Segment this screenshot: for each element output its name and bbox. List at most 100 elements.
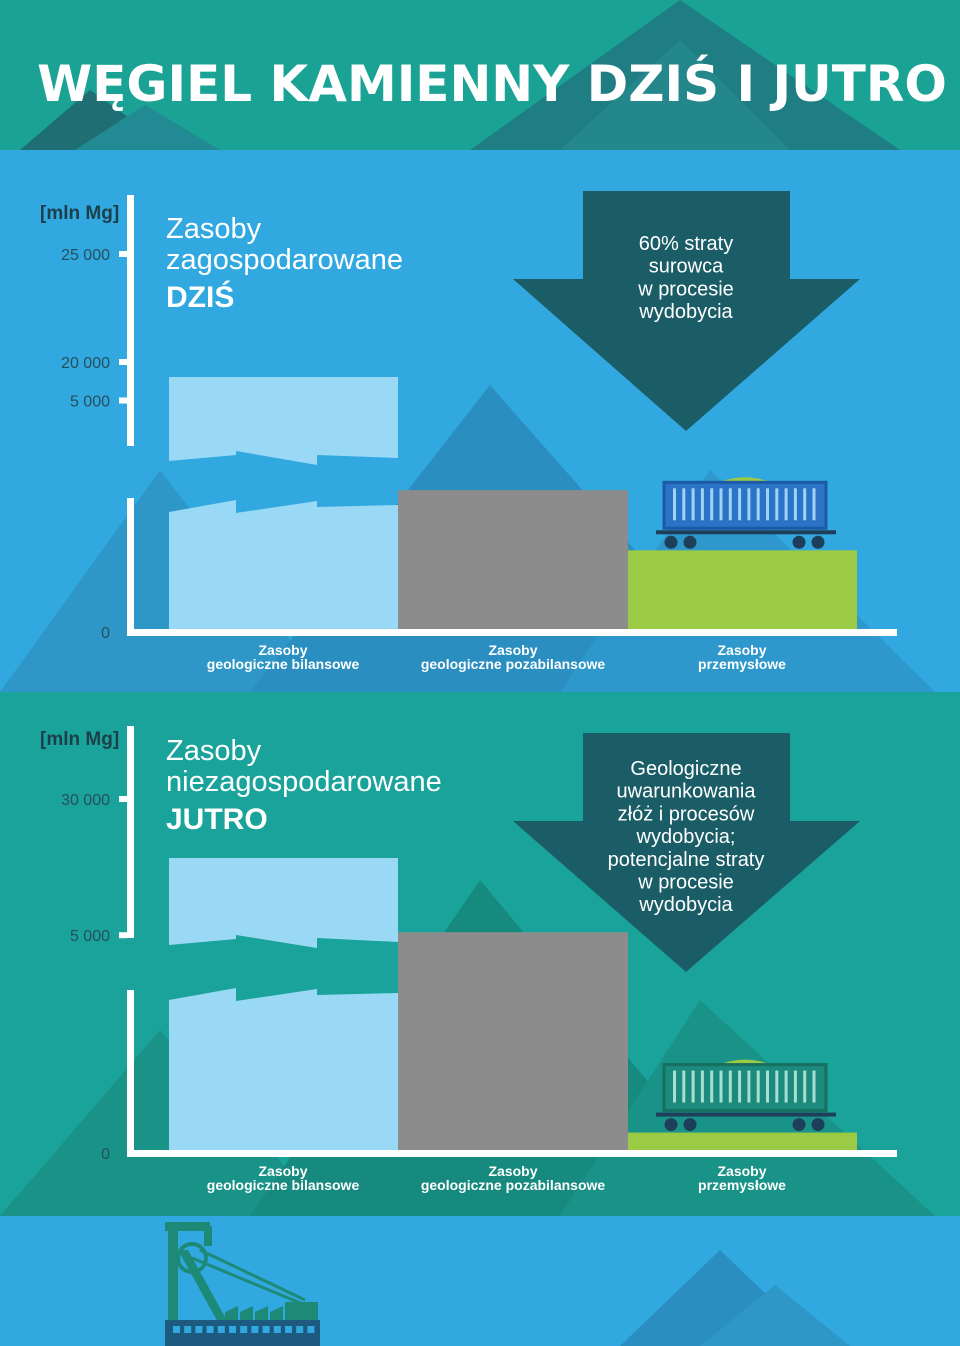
y-tick-mark bbox=[119, 932, 127, 939]
wagon-rib bbox=[803, 1070, 807, 1103]
wagon-rib bbox=[673, 1070, 676, 1103]
y-axis-lower bbox=[127, 990, 134, 1157]
bar-przemyslowe bbox=[628, 1132, 857, 1150]
category-label-line1: Zasoby bbox=[717, 1163, 766, 1179]
page-title: WĘGIEL KAMIENNY DZIŚ I JUTRO bbox=[37, 54, 947, 113]
mine-window bbox=[273, 1326, 281, 1333]
category-label-line2: przemysłowe bbox=[698, 1177, 786, 1193]
wagon-wheel bbox=[683, 535, 697, 549]
wagon-rib bbox=[756, 1070, 760, 1103]
x-axis bbox=[127, 1150, 897, 1157]
wagon-rib bbox=[700, 488, 704, 521]
bar-przemyslowe bbox=[628, 550, 857, 629]
wagon-rib bbox=[682, 1070, 686, 1103]
unit-label: [mln Mg] bbox=[40, 729, 119, 750]
y-tick-mark bbox=[119, 796, 127, 802]
wagon-body bbox=[662, 1063, 828, 1113]
wagon-wheel bbox=[792, 535, 806, 549]
wagon-rib bbox=[728, 1070, 732, 1103]
bar-bilansowe-upper bbox=[169, 858, 398, 948]
mine-window bbox=[262, 1326, 270, 1333]
arrow-text-line: wydobycia bbox=[638, 301, 733, 323]
arrow-text-line: surowca bbox=[649, 256, 724, 278]
wagon-chassis bbox=[656, 530, 836, 535]
x-axis bbox=[127, 629, 897, 636]
wagon-wheel bbox=[792, 1118, 806, 1132]
bottom-mountains bbox=[620, 1250, 850, 1346]
wagon-rib bbox=[784, 1070, 788, 1103]
mountain-shape bbox=[75, 105, 220, 150]
category-label-line2: geologiczne bilansowe bbox=[207, 656, 360, 672]
mine-window bbox=[285, 1326, 292, 1333]
y-tick-label: 0 bbox=[101, 1146, 110, 1163]
wagon-wheel bbox=[664, 1118, 678, 1132]
section-heading-line: Zasoby bbox=[166, 213, 262, 245]
mountain-shape bbox=[0, 470, 330, 692]
bar-pozabilansowe bbox=[398, 932, 628, 1150]
wagon-rib bbox=[747, 1070, 751, 1103]
category-label-line2: przemysłowe bbox=[698, 656, 786, 672]
mine-window bbox=[296, 1326, 304, 1333]
y-tick-label: 20 000 bbox=[61, 355, 110, 372]
wagon-body bbox=[662, 480, 828, 530]
mine-window bbox=[173, 1326, 180, 1333]
category-label-line1: Zasoby bbox=[717, 642, 766, 658]
arrow-text-line: w procesie bbox=[637, 278, 734, 300]
mine-window bbox=[240, 1326, 248, 1333]
wagon-chassis bbox=[656, 1112, 836, 1117]
y-tick-label: 25 000 bbox=[61, 247, 110, 264]
wagon-rib bbox=[710, 488, 714, 521]
wagon-rib bbox=[719, 488, 723, 521]
arrow-text-line: potencjalne straty bbox=[608, 849, 765, 871]
y-tick-mark bbox=[119, 251, 127, 257]
arrow-text-line: 60% straty bbox=[639, 233, 733, 255]
wagon-rib bbox=[812, 1070, 816, 1103]
category-label-line2: geologiczne pozabilansowe bbox=[421, 656, 606, 672]
mountain-shape bbox=[0, 1030, 330, 1216]
bar-pozabilansowe bbox=[398, 490, 628, 629]
wagon-rib bbox=[784, 488, 788, 521]
wagon-rib bbox=[766, 1070, 769, 1103]
y-tick-mark bbox=[119, 397, 127, 404]
wagon-rib bbox=[766, 488, 769, 521]
y-tick-label: 30 000 bbox=[61, 792, 110, 809]
wagon-wheel bbox=[664, 535, 678, 549]
mine-window bbox=[206, 1326, 214, 1333]
coal-wagon-icon bbox=[656, 1059, 836, 1132]
category-label-line2: geologiczne bilansowe bbox=[207, 1177, 360, 1193]
arrow-text-line: uwarunkowania bbox=[617, 781, 757, 803]
wagon-rib bbox=[793, 1070, 797, 1103]
wagon-wheel bbox=[811, 1118, 825, 1132]
arrow-text-line: złóż i procesów bbox=[618, 803, 755, 825]
wagon-rib bbox=[682, 488, 686, 521]
wagon-rib bbox=[710, 1070, 714, 1103]
arrow-text-line: Geologiczne bbox=[630, 758, 741, 780]
wagon-rib bbox=[700, 1070, 704, 1103]
mountain-shape bbox=[560, 40, 790, 150]
wagon-rib bbox=[803, 488, 807, 521]
mine-building-windows bbox=[173, 1326, 315, 1333]
wagon-rib bbox=[691, 488, 695, 521]
mine-window bbox=[217, 1326, 225, 1333]
category-label-line1: Zasoby bbox=[488, 1163, 537, 1179]
y-axis-upper bbox=[127, 195, 134, 446]
bar-bilansowe-upper bbox=[169, 377, 398, 465]
wagon-rib bbox=[812, 488, 816, 521]
arrow-text-line: w procesie bbox=[637, 872, 734, 894]
mine-window bbox=[184, 1326, 192, 1333]
category-label-line1: Zasoby bbox=[258, 642, 307, 658]
wagon-rib bbox=[756, 488, 760, 521]
title-mountains bbox=[20, 0, 900, 150]
wagon-rib bbox=[673, 488, 676, 521]
wagon-wheel bbox=[683, 1118, 697, 1132]
category-label-line1: Zasoby bbox=[258, 1163, 307, 1179]
y-tick-mark bbox=[119, 359, 127, 365]
bar-bilansowe-lower bbox=[169, 500, 398, 629]
arrow-text-line: wydobycia; bbox=[636, 826, 736, 848]
section-heading-bold: DZIŚ bbox=[166, 280, 234, 314]
wagon-wheel bbox=[811, 535, 825, 549]
